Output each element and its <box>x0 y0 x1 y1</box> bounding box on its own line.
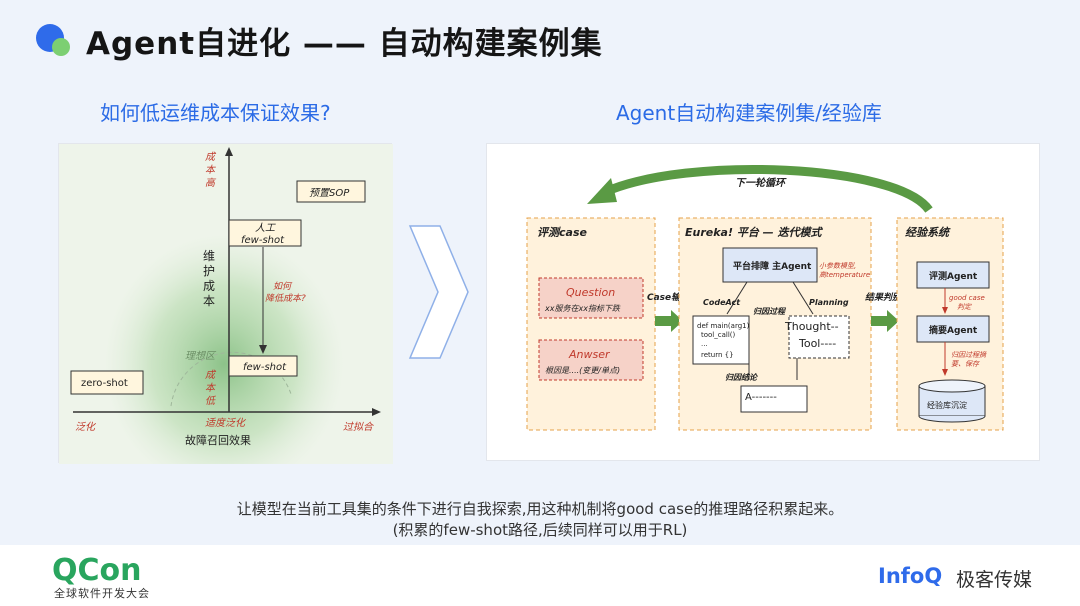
result-judge-label: 结果判别 <box>865 292 903 303</box>
tool-text: Tool---- <box>798 337 836 350</box>
note-line-1: 如何 <box>273 281 293 292</box>
planning-label: Planning <box>809 298 849 307</box>
caption-line-1: 让模型在当前工具集的条件下进行自我探索,用这种机制将good case的推理路径… <box>236 500 844 518</box>
red-note-1: 小参数模型, <box>819 262 856 270</box>
y-low-char-3: 低 <box>205 395 217 407</box>
summary-agent-box <box>916 315 990 343</box>
zeroshot-box-label: zero-shot <box>81 378 128 389</box>
code-line-3: ... <box>701 340 708 348</box>
y-label-char-3: 成 <box>203 279 215 293</box>
manual-box-line-1: 人工 <box>255 222 276 234</box>
x-axis-label: 故障召回效果 <box>185 433 251 447</box>
qcon-logo: QCon <box>52 553 142 588</box>
summary-note-1: 归因过程摘 <box>951 351 987 359</box>
right-subtitle: Agent自动构建案例集/经验库 <box>616 101 882 125</box>
thought-text: Thought-- <box>784 320 839 333</box>
y-label-char-4: 本 <box>203 294 215 308</box>
y-top-char-3: 高 <box>205 177 217 189</box>
x-mid-label: 适度泛化 <box>205 417 247 429</box>
summary-note-2: 要、保存 <box>951 360 980 368</box>
code-line-1: def main(arg1) <box>697 322 750 330</box>
question-text: xx服务在xx指标下跌 <box>544 304 621 313</box>
codeact-label: CodeAct <box>703 298 741 307</box>
y-top-char-2: 本 <box>205 164 216 176</box>
answer-box <box>538 339 644 381</box>
manual-box-line-2: few-shot <box>241 235 285 246</box>
conclusion-label: 归因结论 <box>725 373 759 382</box>
eval-agent-box <box>916 261 990 289</box>
conclusion-text: A------- <box>745 392 777 403</box>
page-title: Agent自进化 —— 自动构建案例集 <box>86 26 603 62</box>
case-input-label: Case输入 <box>647 292 689 303</box>
experience-db-label: 经验库沉淀 <box>927 400 967 410</box>
ideal-zone-label: 理想区 <box>185 350 217 362</box>
workflow-diagram: 下一轮循环 评测case Question xx服务在xx指标下跌 Anwser… <box>486 143 1040 461</box>
answer-text: 根因是....(变更/单点) <box>545 366 620 375</box>
infoq-logo: InfoQ <box>878 564 943 588</box>
question-title: Question <box>566 286 615 299</box>
database-icon <box>918 379 986 423</box>
summary-agent-label: 摘要Agent <box>929 324 978 336</box>
y-label-char-1: 维 <box>203 249 215 263</box>
answer-title: Anwser <box>568 348 611 361</box>
fewshot-box-label: few-shot <box>243 362 287 373</box>
loop-label: 下一轮循环 <box>735 177 787 189</box>
infoq-brand-text: 极客传媒 <box>956 569 1033 591</box>
caption-line-2: (积累的few-shot路径,后续同样可以用于RL) <box>392 521 688 539</box>
goodcase-note-2: 判定 <box>957 303 972 311</box>
y-label-char-2: 护 <box>203 264 215 278</box>
y-low-char-2: 本 <box>205 382 216 394</box>
experience-title: 经验系统 <box>905 226 951 239</box>
code-line-4: return {} <box>701 351 734 359</box>
note-line-2: 降低成本? <box>265 293 306 304</box>
y-top-char-1: 成 <box>205 151 217 163</box>
main-agent-label: 平台排障 主Agent <box>733 260 812 272</box>
code-line-2: tool_call() <box>701 331 736 339</box>
main-agent-box <box>722 247 818 283</box>
loop-arrow <box>603 164 933 213</box>
conclusion-box <box>740 385 808 413</box>
left-subtitle: 如何低运维成本保证效果? <box>100 101 331 125</box>
thought-box <box>788 315 850 359</box>
question-box <box>538 277 644 319</box>
goodcase-note-1: good case <box>949 294 985 302</box>
zeroshot-box <box>70 370 144 395</box>
cost-effect-diagram: 理想区 成 本 高 维 护 成 本 成 本 低 泛化 适度泛化 过拟合 故障召回… <box>58 143 393 494</box>
process-label: 归因过程 <box>753 307 787 316</box>
eureka-title: Eureka! 平台 — 迭代模式 <box>685 226 823 239</box>
y-low-char-1: 成 <box>205 369 217 381</box>
red-note-2: 高temperature <box>819 271 870 279</box>
qcon-subtitle: 全球软件开发大会 <box>54 587 150 600</box>
sop-box-label: 预置SOP <box>309 187 350 199</box>
eval-agent-label: 评测Agent <box>929 270 978 282</box>
eval-case-section <box>526 217 656 431</box>
sop-box <box>296 180 366 203</box>
chevron-right-icon <box>408 225 469 359</box>
brand-dots-icon <box>36 24 76 58</box>
manual-fewshot-box <box>228 219 302 247</box>
footer-bar <box>0 545 1080 606</box>
fewshot-box <box>228 355 298 377</box>
x-right-label: 过拟合 <box>343 421 374 433</box>
code-box <box>692 315 750 365</box>
x-left-label: 泛化 <box>75 421 97 433</box>
eval-case-title: 评测case <box>537 226 587 239</box>
